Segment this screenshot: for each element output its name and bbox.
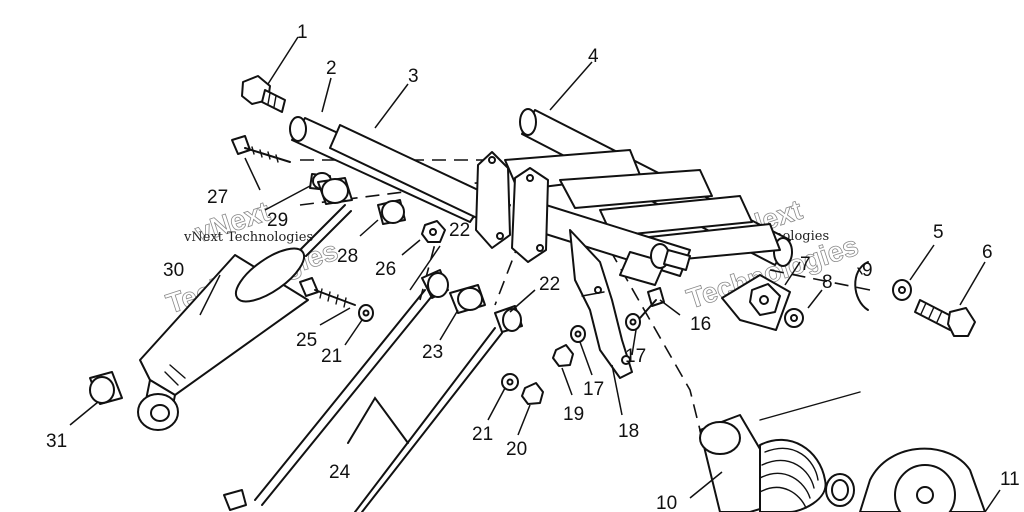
nut-19	[552, 344, 574, 367]
callout-25: 25	[296, 330, 317, 351]
callout-30: 30	[163, 260, 184, 281]
nut-26	[421, 220, 446, 243]
bolt-16	[639, 287, 665, 319]
washer-5	[892, 279, 912, 301]
leader-lines	[69, 36, 1001, 512]
callout-8: 8	[822, 272, 833, 293]
bolt-27	[231, 135, 291, 163]
callout-16: 16	[690, 314, 711, 335]
washer-21-lower	[501, 373, 519, 391]
callout-21-upper: 21	[321, 346, 342, 367]
washer-21-upper	[358, 304, 374, 322]
callout-2: 2	[326, 58, 337, 79]
spacer-9	[854, 261, 869, 311]
callout-17-right: 17	[625, 346, 646, 367]
bolt-25	[299, 277, 356, 308]
shock-absorber-30	[137, 204, 352, 431]
washer-17-right	[625, 313, 641, 331]
callout-18: 18	[618, 421, 639, 442]
frame-side-plate-left	[475, 151, 511, 249]
bushing-23	[449, 284, 486, 314]
wheel-11	[859, 447, 986, 512]
block-7	[721, 274, 791, 331]
callout-4: 4	[588, 46, 599, 67]
link-arms-24	[223, 269, 523, 512]
bolt-6	[914, 299, 976, 337]
svg-text:vNext Technologies: vNext Technologies	[183, 230, 313, 245]
callout-31: 31	[46, 431, 67, 452]
callout-22-upper: 22	[449, 220, 470, 241]
callout-17-left: 17	[583, 379, 604, 400]
callout-26: 26	[375, 259, 396, 280]
frame-side-plate-right	[511, 167, 549, 263]
callout-3: 3	[408, 66, 419, 87]
callout-10: 10	[656, 493, 677, 512]
bushing-28	[317, 177, 406, 225]
callouts: 1 2 3 4 5 6 7 8 9 10 11 16 17 17 18 19 2…	[46, 22, 1020, 512]
callout-19: 19	[563, 404, 584, 425]
callout-28: 28	[337, 246, 358, 267]
axle-spring-10	[699, 414, 855, 512]
bracket-18	[569, 229, 633, 379]
callout-23: 23	[422, 342, 443, 363]
callout-9: 9	[862, 260, 873, 281]
callout-24: 24	[329, 462, 351, 483]
bolt-1	[241, 75, 286, 113]
bushing-31	[89, 371, 123, 405]
callout-29: 29	[267, 210, 288, 231]
callout-6: 6	[982, 242, 993, 263]
callout-21-lower: 21	[472, 424, 493, 445]
nut-20	[521, 382, 544, 405]
callout-22-lower: 22	[539, 274, 560, 295]
washer-17-left	[570, 325, 586, 343]
callout-7: 7	[800, 254, 811, 275]
washer-8	[784, 308, 804, 328]
callout-27: 27	[207, 187, 228, 208]
callout-5: 5	[933, 222, 944, 243]
callout-11: 11	[1000, 469, 1020, 490]
callout-1: 1	[297, 22, 308, 43]
callout-20: 20	[506, 439, 527, 460]
